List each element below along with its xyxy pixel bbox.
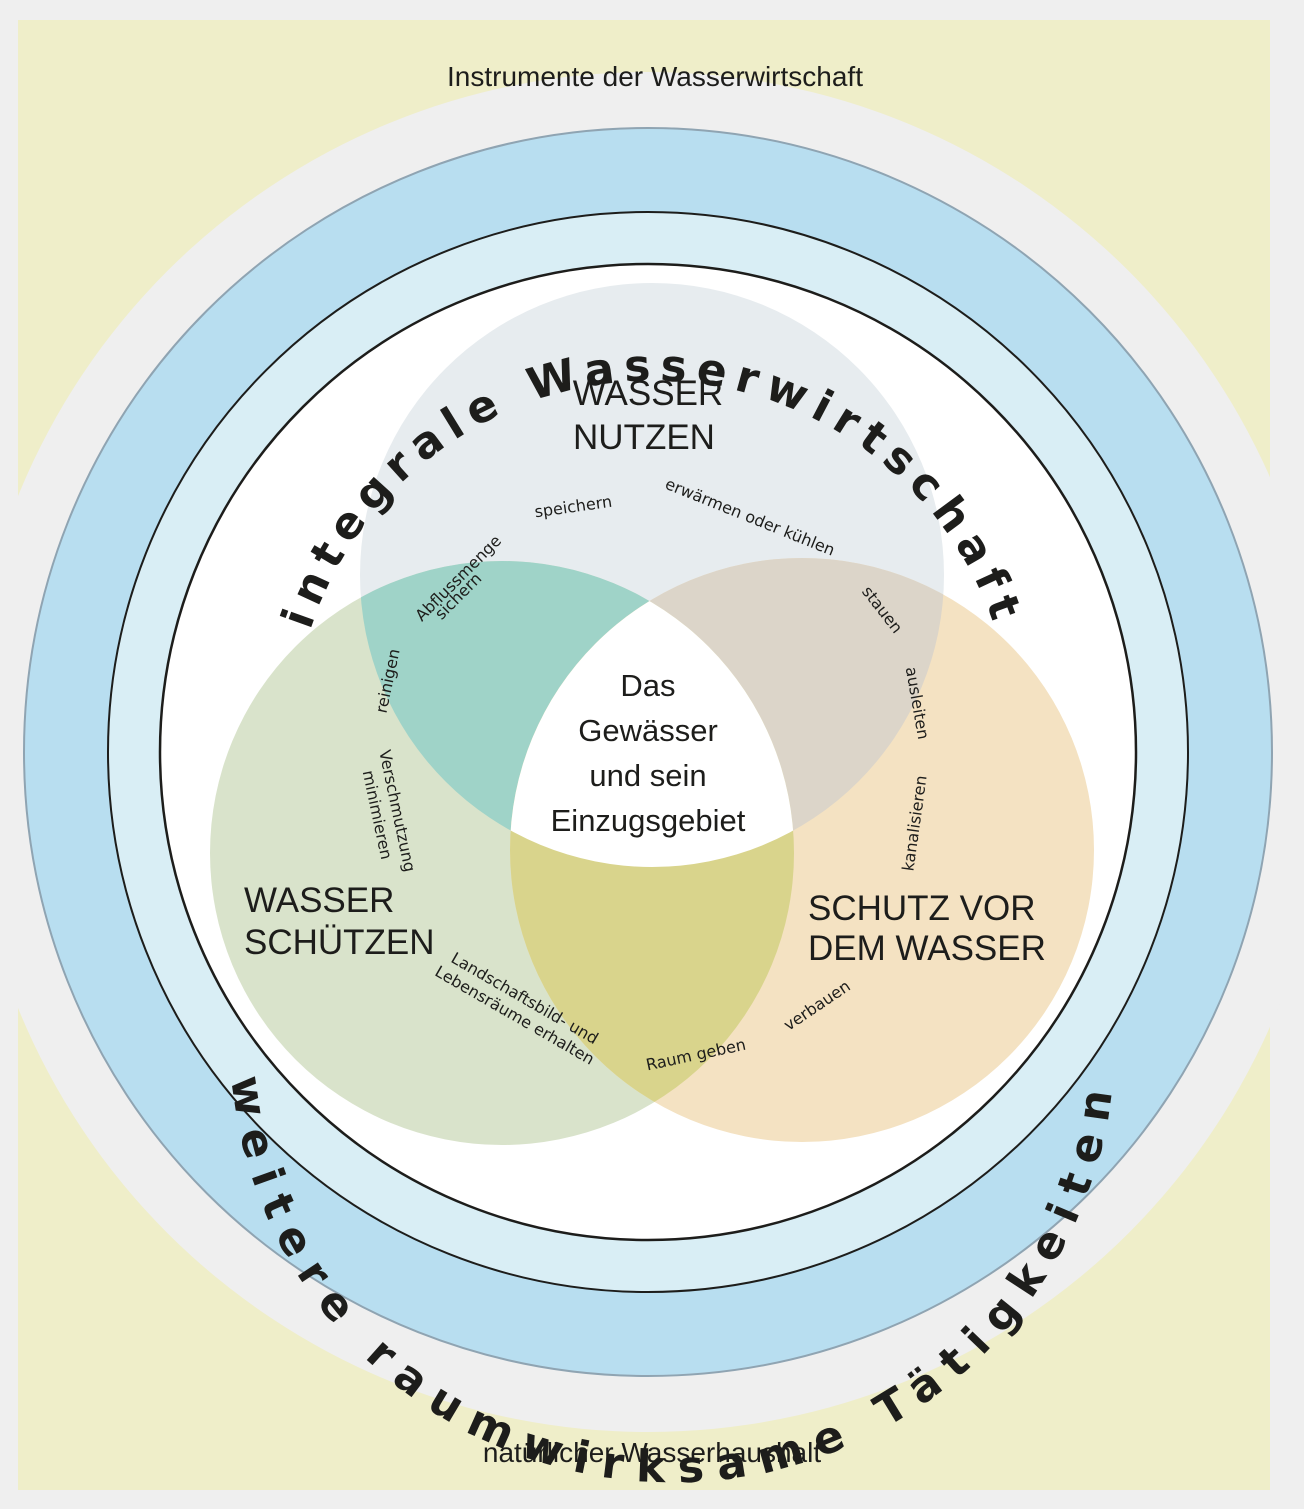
center-label-line4: Einzugsgebiet — [551, 803, 746, 838]
center-label-line2: Gewässer — [578, 713, 718, 748]
schuetzen-label-line2: SCHÜTZEN — [244, 923, 435, 962]
center-region — [510, 561, 794, 867]
nutzen-label-line1: WASSER — [573, 374, 723, 413]
bottom-title: natürlicher Wasserhaushalt — [483, 1437, 821, 1468]
center-label-line1: Das — [620, 668, 675, 703]
schutz-label-line1: SCHUTZ VOR — [808, 889, 1036, 928]
schuetzen-label-line1: WASSER — [244, 881, 394, 920]
nutzen-label-line2: NUTZEN — [573, 418, 715, 457]
schutz-label-line2: DEM WASSER — [808, 929, 1046, 968]
top-title: Instrumente der Wasserwirtschaft — [447, 61, 863, 92]
center-label-line3: und sein — [589, 758, 706, 793]
